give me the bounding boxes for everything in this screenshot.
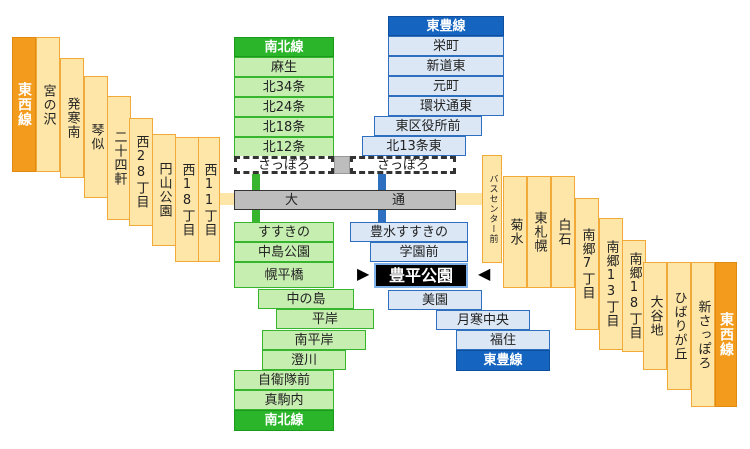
- current-marker-right: ◀: [478, 264, 491, 283]
- namboku-line-label-bottom: 南北線: [234, 410, 334, 431]
- current-marker-left: ▶: [357, 264, 370, 283]
- station-toyohira-koen[interactable]: 豊平公園: [374, 263, 468, 288]
- station-tsukisamu-chuo[interactable]: 月寒中央: [436, 310, 530, 330]
- station-kanjo-dori-higashi[interactable]: 環状通東: [388, 96, 504, 116]
- station-kita-13-higashi[interactable]: 北13条東: [362, 136, 466, 156]
- odori-char-1: 大: [285, 192, 299, 208]
- station-hibarigaoka[interactable]: ひばりが丘: [667, 262, 691, 390]
- station-miyanosawa[interactable]: 宮の沢: [36, 37, 60, 172]
- station-nishi-28[interactable]: 西28丁目: [129, 118, 153, 226]
- station-kita-18[interactable]: 北18条: [234, 117, 334, 137]
- station-higashi-kuyakusho-mae[interactable]: 東区役所前: [374, 116, 482, 136]
- station-kita-24[interactable]: 北24条: [234, 97, 334, 117]
- station-kita-34[interactable]: 北34条: [234, 77, 334, 97]
- station-gakuen-mae[interactable]: 学園前: [370, 242, 468, 262]
- station-misono[interactable]: 美園: [388, 290, 482, 310]
- tozai-line-label-right: 東西線: [715, 262, 737, 407]
- station-asabu[interactable]: 麻生: [234, 57, 334, 77]
- station-sumikawa[interactable]: 澄川: [262, 350, 346, 370]
- namboku-line-label-top: 南北線: [234, 37, 334, 57]
- station-kita-12[interactable]: 北12条: [234, 137, 334, 157]
- station-hassamu-minami[interactable]: 発寒南: [60, 58, 84, 178]
- odori-east-stem: [455, 193, 483, 205]
- station-horohira-bashi[interactable]: 幌平橋: [234, 262, 334, 288]
- station-susukino[interactable]: すすきの: [234, 222, 334, 242]
- station-bus-center-mae[interactable]: バスセンター前: [482, 155, 502, 263]
- station-hosui-susukino[interactable]: 豊水すすきの: [350, 222, 468, 242]
- station-nijuyonken[interactable]: 二十四軒: [107, 96, 131, 220]
- station-sapporo-namboku[interactable]: さっぽろ: [234, 156, 334, 174]
- station-kotoni[interactable]: 琴似: [84, 76, 108, 198]
- station-nango-18[interactable]: 南郷18丁目: [622, 240, 646, 352]
- station-sakaemachi[interactable]: 栄町: [388, 36, 504, 56]
- odori-char-2: 通: [391, 192, 405, 208]
- station-makomanai[interactable]: 真駒内: [234, 390, 334, 410]
- station-maruyama-koen[interactable]: 円山公園: [152, 134, 176, 246]
- station-hiragishi[interactable]: 平岸: [276, 309, 374, 329]
- station-fukuzumi[interactable]: 福住: [456, 330, 550, 350]
- odori-west-stem: [220, 193, 236, 205]
- toho-line-label-top: 東豊線: [388, 16, 504, 36]
- station-minami-hiragishi[interactable]: 南平岸: [262, 330, 366, 350]
- sapporo-connector: [334, 156, 350, 174]
- station-nango-7[interactable]: 南郷7丁目: [575, 198, 599, 330]
- station-nakajima-koen[interactable]: 中島公園: [234, 242, 334, 262]
- station-nakanoshima[interactable]: 中の島: [258, 289, 354, 309]
- toho-line-label-bottom: 東豊線: [456, 350, 550, 371]
- station-sapporo-toho[interactable]: さっぽろ: [350, 156, 456, 174]
- station-jieitai-mae[interactable]: 自衛隊前: [234, 370, 334, 390]
- station-nango-13[interactable]: 南郷13丁目: [599, 218, 623, 350]
- station-nishi-11[interactable]: 西11丁目: [198, 137, 220, 262]
- station-higashi-sapporo[interactable]: 東札幌: [527, 176, 551, 288]
- station-shindo-higashi[interactable]: 新道東: [388, 56, 504, 76]
- station-odori[interactable]: 大 通: [234, 190, 456, 210]
- station-oyachi[interactable]: 大谷地: [643, 262, 667, 370]
- tozai-line-label-left: 東西線: [12, 37, 36, 172]
- station-motomachi[interactable]: 元町: [388, 76, 504, 96]
- station-shiroishi[interactable]: 白石: [551, 176, 575, 288]
- station-nishi-18[interactable]: 西18丁目: [175, 137, 199, 262]
- station-shin-sapporo[interactable]: 新さっぽろ: [691, 262, 715, 407]
- station-kikusui[interactable]: 菊水: [503, 176, 527, 288]
